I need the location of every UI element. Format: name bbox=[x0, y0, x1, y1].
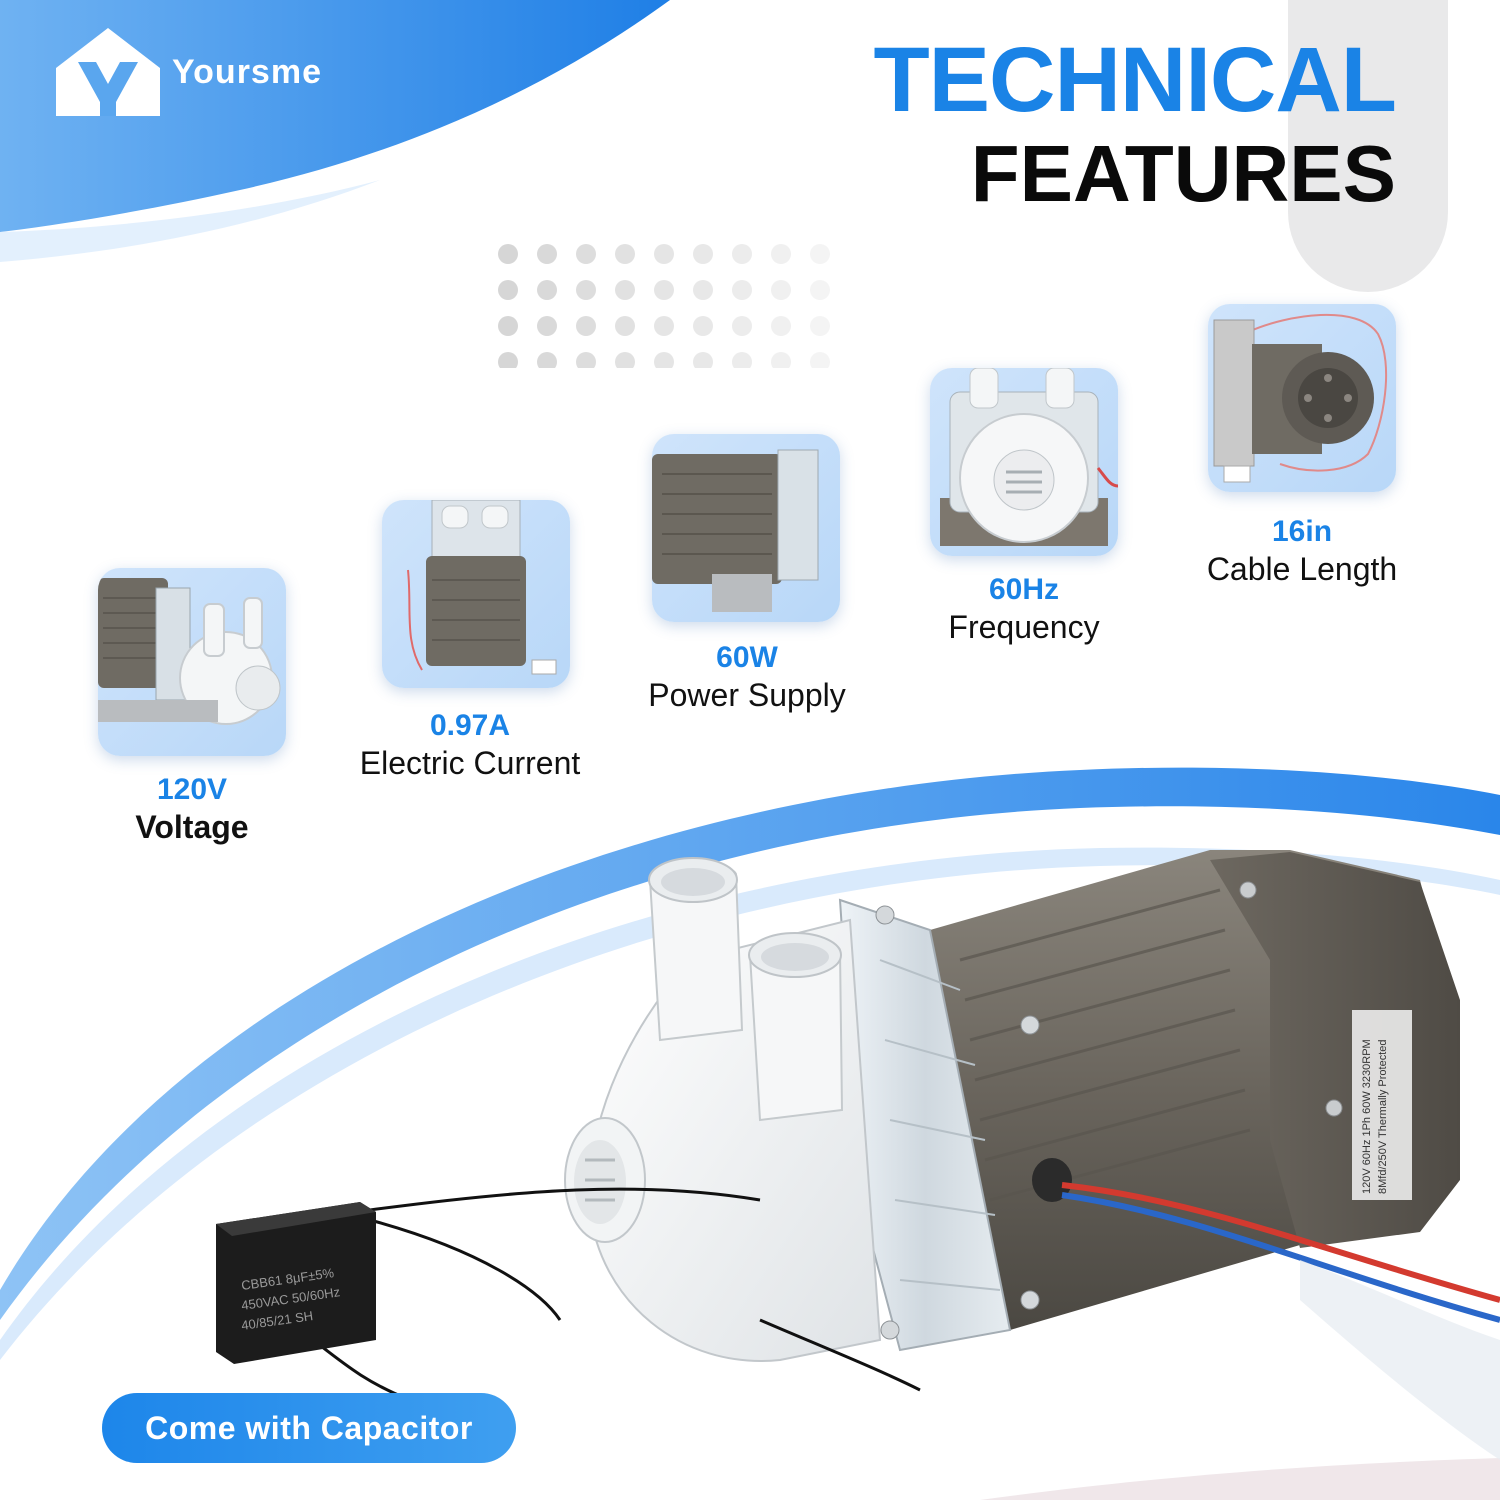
decorative-dot bbox=[615, 316, 635, 336]
decorative-dot bbox=[771, 280, 791, 300]
spec-power: 60W Power Supply bbox=[587, 640, 907, 714]
decorative-dot bbox=[615, 280, 635, 300]
decorative-dot bbox=[771, 352, 791, 368]
decorative-dot bbox=[810, 316, 830, 336]
spec-frequency: 60Hz Frequency bbox=[864, 572, 1184, 646]
spec-card-current bbox=[382, 500, 570, 688]
decorative-dot bbox=[498, 280, 518, 300]
decorative-dot bbox=[576, 280, 596, 300]
capacitor-included-badge: Come with Capacitor bbox=[102, 1393, 516, 1463]
decorative-dot bbox=[771, 244, 791, 264]
page-title-line-2: FEATURES bbox=[970, 129, 1396, 218]
decorative-dot bbox=[654, 244, 674, 264]
decorative-dot bbox=[576, 352, 596, 368]
decorative-dot bbox=[693, 244, 713, 264]
decorative-dot bbox=[537, 352, 557, 368]
decorative-dot bbox=[576, 316, 596, 336]
spec-card-voltage bbox=[98, 568, 286, 756]
motor-closeup-image bbox=[652, 449, 819, 612]
spec-value: 60W bbox=[716, 641, 778, 674]
decorative-dot bbox=[537, 280, 557, 300]
decorative-dot bbox=[810, 244, 830, 264]
decorative-dot bbox=[693, 316, 713, 336]
decorative-dot bbox=[537, 316, 557, 336]
spec-value: 16in bbox=[1271, 515, 1333, 548]
spec-label: Cable Length bbox=[1206, 551, 1398, 587]
decorative-dot bbox=[498, 316, 518, 336]
spec-label: Frequency bbox=[948, 609, 1100, 645]
decorative-dot-grid bbox=[498, 244, 830, 368]
decorative-dot bbox=[615, 244, 635, 264]
spec-value: 0.97A bbox=[429, 709, 511, 742]
house-y-logo-icon bbox=[56, 28, 160, 116]
spec-label: Power Supply bbox=[648, 677, 846, 713]
pump-side-view-image bbox=[98, 578, 281, 725]
decorative-dot bbox=[498, 352, 518, 368]
decorative-dot bbox=[654, 280, 674, 300]
spec-card-power bbox=[652, 434, 840, 622]
page-title-line-1: TECHNICAL bbox=[873, 29, 1397, 131]
pump-front-view-image bbox=[940, 368, 1118, 546]
pump-top-view-image bbox=[407, 500, 557, 675]
spec-value: 120V bbox=[156, 773, 228, 806]
decorative-dot bbox=[498, 244, 518, 264]
spec-card-frequency bbox=[930, 368, 1118, 556]
spec-voltage: 120V Voltage bbox=[32, 772, 352, 846]
decorative-dot bbox=[732, 352, 752, 368]
decorative-dot bbox=[810, 280, 830, 300]
decorative-dot bbox=[654, 316, 674, 336]
decorative-dot bbox=[576, 244, 596, 264]
spec-card-cable bbox=[1208, 304, 1396, 492]
motor-rating-line-1: 120V 60Hz 1Ph 60W 3230RPM bbox=[1361, 1039, 1373, 1194]
motor-rating-line-2: 8Mfd/250V Thermally Protected bbox=[1377, 1040, 1389, 1194]
decorative-dot bbox=[693, 352, 713, 368]
decorative-dot bbox=[615, 352, 635, 368]
spec-cable-length: 16in Cable Length bbox=[1142, 514, 1462, 588]
decorative-dot bbox=[810, 352, 830, 368]
decorative-dot bbox=[693, 280, 713, 300]
motor-rear-with-cable-image bbox=[1213, 313, 1388, 483]
decorative-dot bbox=[732, 244, 752, 264]
spec-label: Voltage bbox=[135, 809, 249, 845]
brand-name: Yoursme bbox=[172, 52, 322, 91]
spec-value: 60Hz bbox=[988, 573, 1060, 606]
spec-current: 0.97A Electric Current bbox=[310, 708, 630, 782]
decorative-dot bbox=[537, 244, 557, 264]
spec-label: Electric Current bbox=[359, 745, 581, 781]
decorative-dot bbox=[654, 352, 674, 368]
badge-text: Come with Capacitor bbox=[145, 1409, 473, 1446]
decorative-dot bbox=[732, 316, 752, 336]
brand-logo: Yoursme bbox=[56, 28, 322, 116]
decorative-dot bbox=[732, 280, 752, 300]
decorative-dot bbox=[771, 316, 791, 336]
